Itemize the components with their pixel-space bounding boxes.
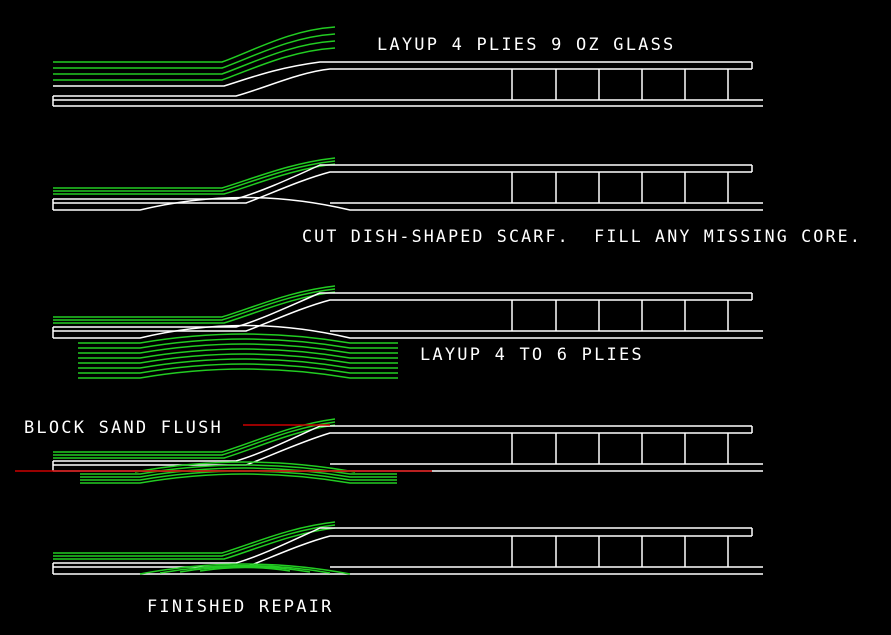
step-1-plies <box>53 26 336 81</box>
step-2-plies <box>53 157 336 195</box>
step-1-label: LAYUP 4 PLIES 9 OZ GLASS <box>377 35 675 55</box>
step-3-patch-plies <box>78 333 398 379</box>
step-2-label: CUT DISH-SHAPED SCARF. FILL ANY MISSING … <box>302 227 862 247</box>
sand-flush-line <box>15 424 432 472</box>
step-5-panel <box>52 521 763 575</box>
step-5-laminate <box>52 527 763 575</box>
step-5-label: FINISHED REPAIR <box>147 597 334 617</box>
step-5-patch-plies <box>139 563 351 575</box>
step-5-plies <box>53 521 336 560</box>
step-4-panel <box>15 418 763 484</box>
step-2-laminate <box>52 164 763 211</box>
step-1-laminate <box>52 61 763 107</box>
step-1-panel <box>52 26 763 107</box>
step-3-label: LAYUP 4 TO 6 PLIES <box>420 345 644 365</box>
step-2-panel <box>52 157 763 211</box>
step-4-label: BLOCK SAND FLUSH <box>24 418 223 438</box>
step-3-laminate <box>52 292 763 339</box>
step-3-top-plies <box>53 285 336 324</box>
step-4-laminate <box>52 425 763 472</box>
step-3-panel <box>52 285 763 379</box>
